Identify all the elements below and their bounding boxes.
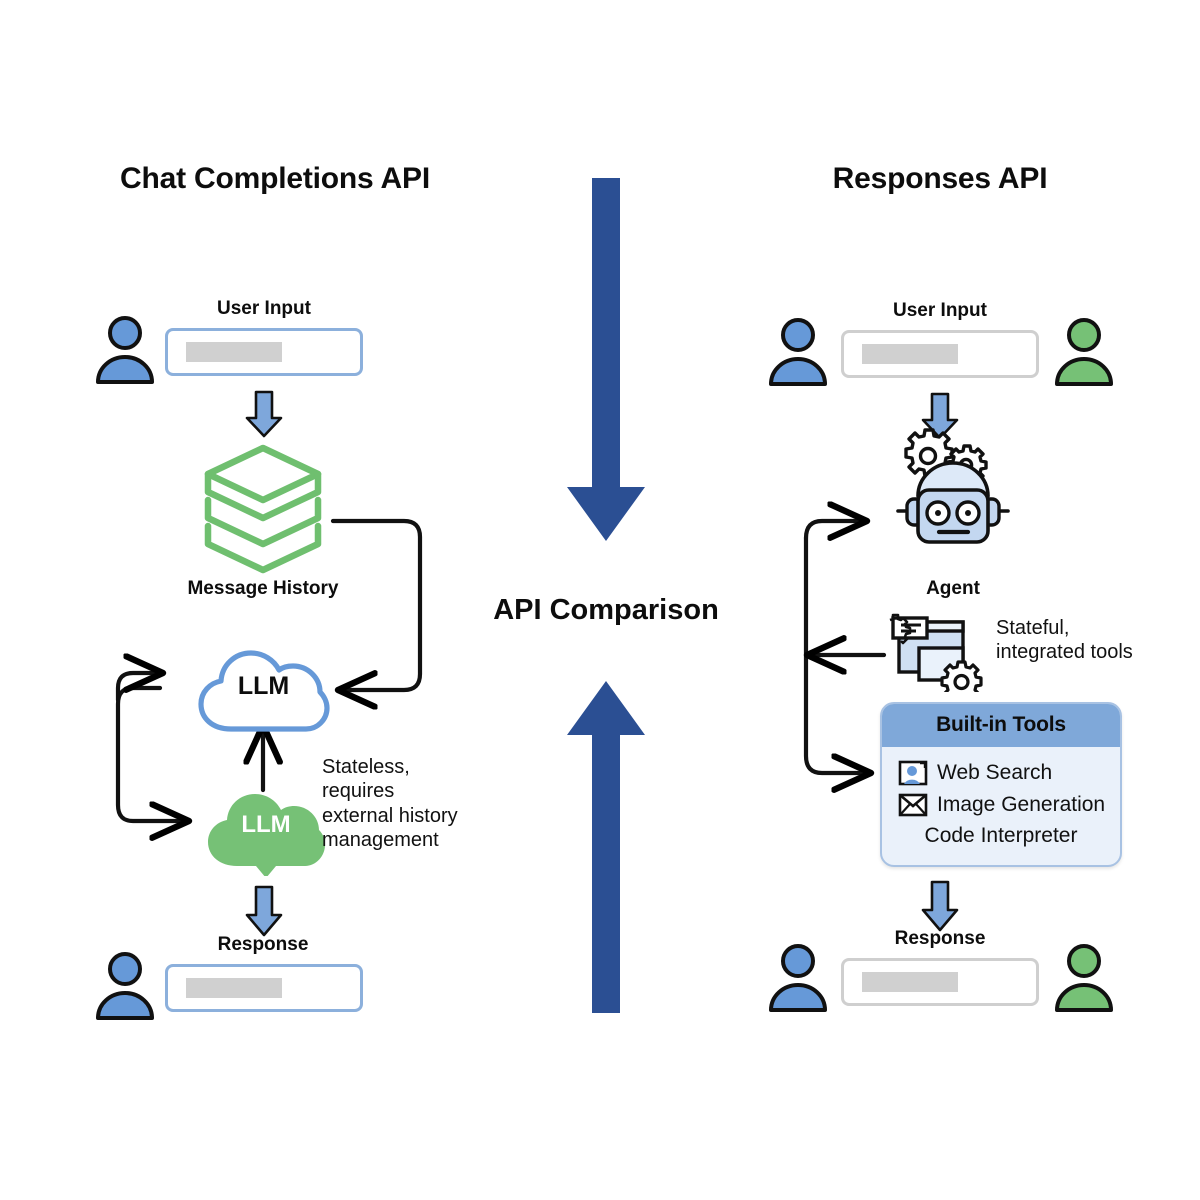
llm-cloud-blue-label: LLM — [237, 672, 290, 700]
llm-cloud-green-label: LLM — [241, 811, 291, 838]
assistant-avatar-icon-green — [1055, 318, 1113, 386]
arrow-input-to-agent — [921, 392, 959, 440]
wire-loop-to-blue-llm — [115, 673, 158, 703]
left-response-box[interactable] — [165, 964, 363, 1012]
stateful-note-line-1: Stateful, — [996, 617, 1070, 639]
built-in-tools-list: Web Search Image Generation Code Interpr… — [882, 747, 1120, 865]
tool-label-image-generation: Image Generation — [937, 793, 1106, 816]
left-column-title: Chat Completions API — [120, 162, 430, 195]
tool-item-code-interpreter[interactable]: Code Interpreter — [882, 821, 1120, 851]
right-user-input-box[interactable] — [841, 330, 1039, 378]
message-history-label: Message History — [187, 578, 339, 599]
user-avatar-icon — [96, 316, 154, 384]
left-response-label: Response — [217, 934, 309, 955]
left-user-input-label: User Input — [217, 298, 311, 319]
right-response-box[interactable] — [841, 958, 1039, 1006]
arrow-llm-to-response-left — [245, 885, 283, 937]
stateless-note-line-1: Stateless, — [322, 756, 410, 778]
built-in-tools-panel: Built-in Tools Web Search Image Generati… — [880, 702, 1122, 867]
right-response-label: Response — [894, 928, 986, 949]
person-in-frame-icon — [898, 760, 928, 786]
arrow-tools-to-response — [921, 880, 959, 932]
left-user-input-box[interactable] — [165, 328, 363, 376]
stateless-note-line-2: requires — [322, 780, 395, 803]
built-in-tools-header: Built-in Tools — [882, 704, 1120, 747]
llm-cloud-blue-icon — [198, 650, 330, 732]
stateful-tools-note: Stateful, integrated tools — [996, 616, 1196, 665]
tool-label-web-search: Web Search — [937, 761, 1053, 784]
right-column-title: Responses API — [832, 162, 1048, 195]
response-placeholder-fill — [186, 978, 282, 998]
stateless-note: Stateless, requires external history man… — [322, 755, 532, 853]
input-placeholder-fill-right — [862, 344, 958, 364]
stateless-note-line-4: management — [322, 829, 439, 852]
tool-item-web-search[interactable]: Web Search — [882, 757, 1120, 789]
agent-robot-icon — [896, 428, 1010, 544]
assistant-avatar-icon-green-response — [1055, 944, 1113, 1012]
center-comparison-title: API Comparison — [493, 594, 719, 626]
envelope-icon — [898, 793, 928, 817]
wire-rail-to-tools — [803, 535, 866, 773]
center-down-arrow — [567, 178, 645, 541]
agent-label: Agent — [926, 578, 980, 599]
stateful-note-line-2: integrated tools — [996, 641, 1133, 664]
arrow-input-to-history — [245, 390, 283, 438]
wire-history-to-llm — [330, 518, 423, 690]
wire-loop-to-green-llm — [115, 685, 184, 821]
tool-item-image-generation[interactable]: Image Generation — [882, 789, 1120, 821]
user-avatar-icon-blue-right — [769, 318, 827, 386]
wire-rail-to-agent — [803, 521, 862, 538]
center-up-arrow — [567, 681, 645, 1013]
input-placeholder-fill — [186, 342, 282, 362]
integrated-tools-window-icon — [889, 613, 983, 692]
tool-label-code-interpreter: Code Interpreter — [924, 824, 1078, 847]
message-history-stack-icon — [204, 444, 322, 574]
stateless-note-line-3: external history — [322, 804, 458, 827]
response-placeholder-fill-right — [862, 972, 958, 992]
llm-cloud-green-icon — [208, 794, 325, 876]
user-avatar-icon-response — [96, 952, 154, 1020]
user-avatar-icon-blue-right-response — [769, 944, 827, 1012]
right-user-input-label: User Input — [893, 300, 987, 321]
